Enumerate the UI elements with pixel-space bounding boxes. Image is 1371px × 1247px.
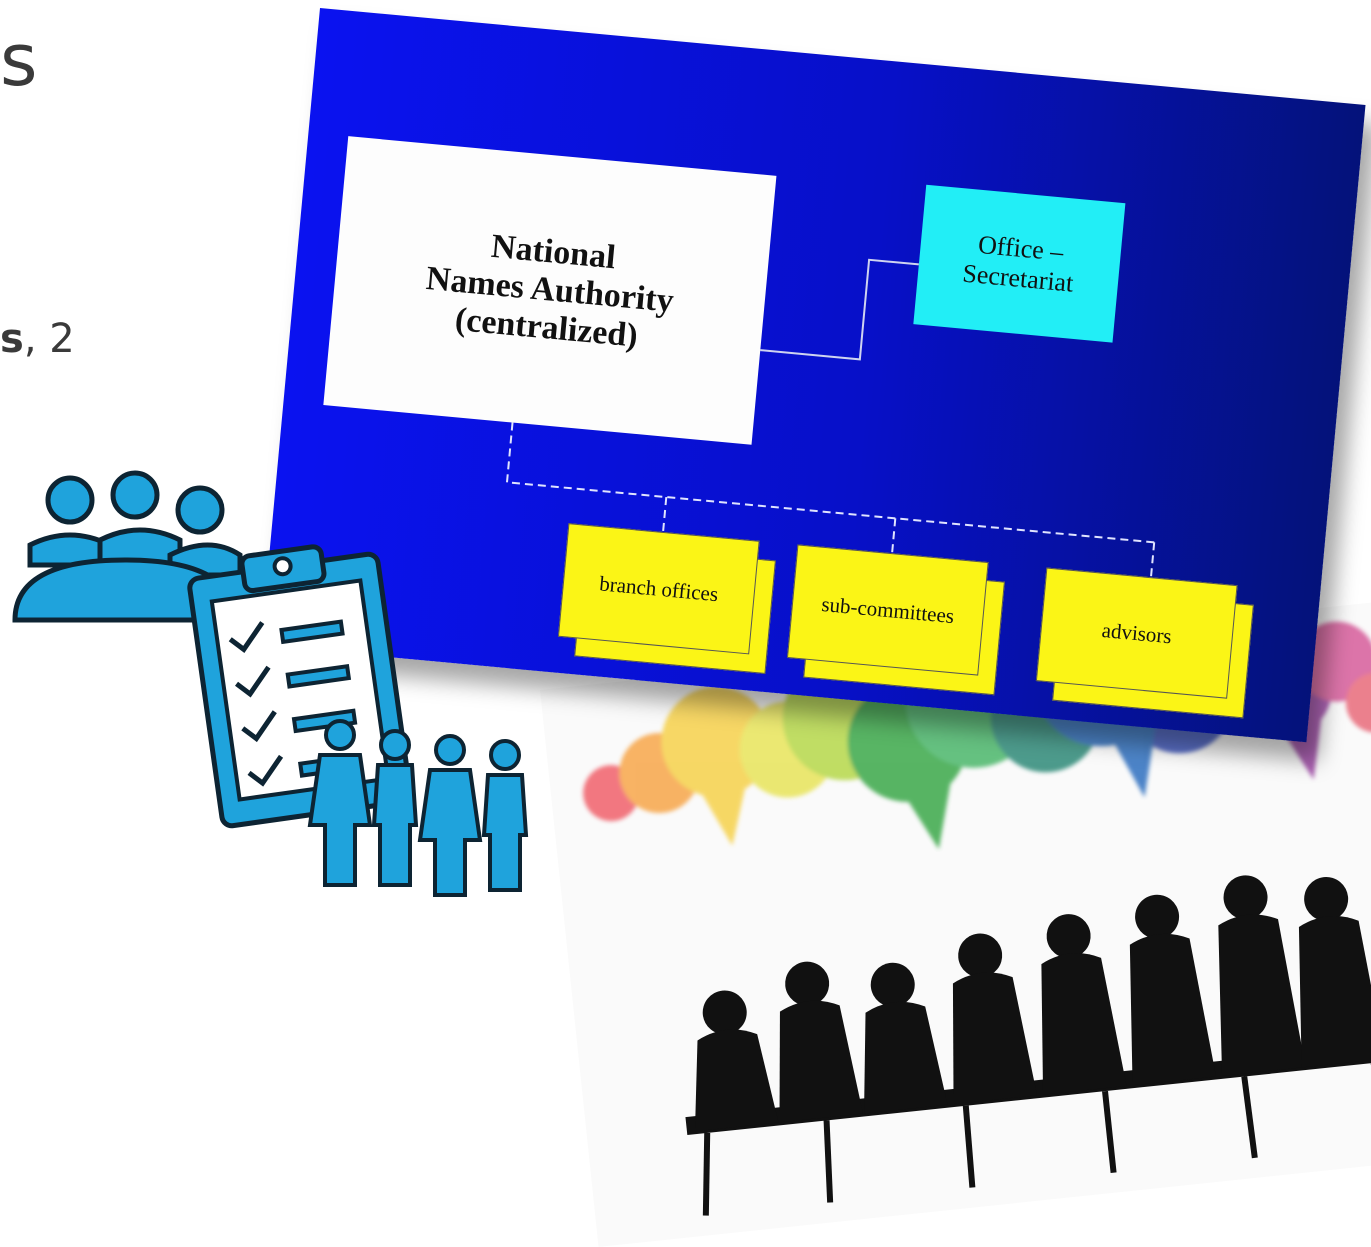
body-fragment-bold: s — [0, 316, 24, 362]
org-chart-connectors — [505, 258, 1156, 578]
org-chart-slide: National Names Authority (centralized) O… — [260, 8, 1366, 743]
team-meeting-icon — [12, 470, 243, 623]
title-fragment: s — [0, 18, 38, 102]
advisors-box: advisors — [1035, 567, 1238, 699]
people-group-icon — [307, 719, 529, 897]
office-secretariat-box: Office – Secretariat — [913, 184, 1126, 343]
body-fragment-rest: , 2 — [23, 316, 75, 362]
branch-offices-box: branch offices — [557, 523, 760, 655]
national-names-authority-box: National Names Authority (centralized) — [323, 136, 777, 445]
body-fragment: s, 2 — [0, 316, 75, 362]
sub-committees-box: sub-committees — [786, 544, 989, 676]
team-checklist-illustration — [12, 470, 529, 897]
